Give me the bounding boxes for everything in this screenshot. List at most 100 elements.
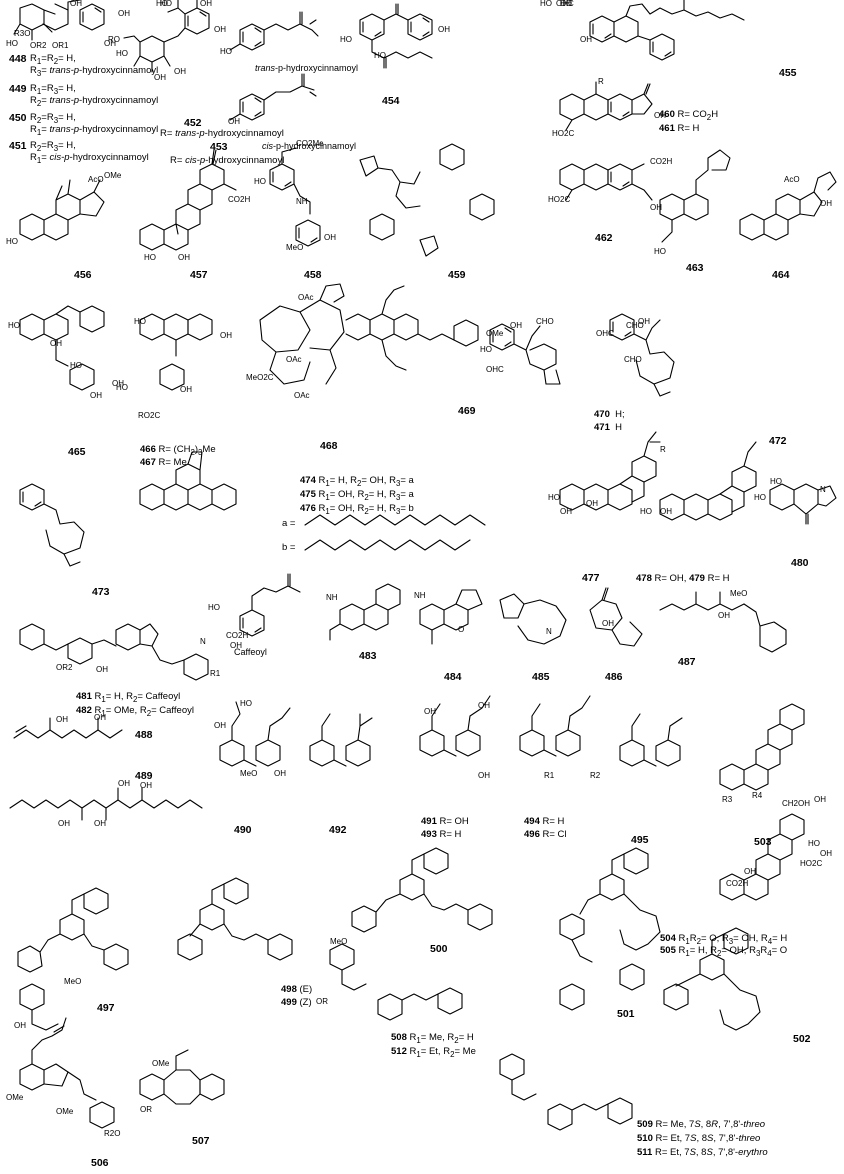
structure-468 bbox=[259, 283, 345, 385]
atom-label: OH bbox=[820, 849, 832, 858]
structure-504 bbox=[719, 813, 805, 901]
atom-label: OH bbox=[586, 499, 598, 508]
compound-number-452: 452 bbox=[184, 117, 202, 129]
atom-label: HO bbox=[208, 603, 220, 612]
compound-number-506: 506 bbox=[91, 1157, 109, 1169]
atom-label: HO bbox=[70, 361, 82, 370]
atom-label: HO bbox=[374, 51, 386, 60]
atom-label: HO bbox=[254, 177, 266, 186]
atom-label: HO bbox=[240, 699, 252, 708]
atom-label: OAc bbox=[298, 293, 314, 302]
compound-number-492: 492 bbox=[329, 824, 347, 836]
structure-490 bbox=[219, 701, 291, 767]
compound-number-500: 500 bbox=[430, 943, 448, 955]
structure-470 bbox=[489, 323, 561, 385]
structure-503 bbox=[719, 703, 805, 791]
compound-number-463: 463 bbox=[686, 262, 704, 274]
atom-label: OH bbox=[96, 665, 108, 674]
atom-label: HO2C bbox=[800, 859, 823, 868]
structure-chain-a-b bbox=[304, 514, 486, 551]
atom-label: CH2OH bbox=[782, 799, 811, 808]
atom-label: NH bbox=[414, 591, 426, 600]
atom-label: OH bbox=[478, 701, 490, 710]
structure-497 bbox=[17, 887, 129, 973]
atom-label: HO bbox=[548, 493, 560, 502]
substituent-511: 511 R= Et, 7S, 8S, 7',8'-erythro bbox=[637, 1147, 768, 1158]
atom-label: OR bbox=[140, 1105, 152, 1114]
atom-label: OH bbox=[228, 117, 240, 126]
atom-label: HO2C bbox=[552, 129, 575, 138]
atom-label: OH bbox=[50, 339, 62, 348]
chain-label-a: a = bbox=[282, 518, 296, 529]
atom-label: HO bbox=[480, 345, 492, 354]
atom-label: OH bbox=[118, 9, 130, 18]
substituent-498: 498 (E) bbox=[281, 984, 313, 995]
structure-452 bbox=[123, 0, 210, 73]
atom-label: CO2Me bbox=[296, 139, 324, 148]
substituent-508: 508 R1= Me, R2= H bbox=[391, 1032, 474, 1045]
structure-458 bbox=[269, 147, 321, 247]
structure-448 bbox=[13, 0, 105, 41]
caption-trans: trans-p-hydroxycinnamoyl bbox=[255, 63, 359, 73]
atom-label: OH bbox=[94, 819, 106, 828]
structure-caffeoyl bbox=[239, 573, 301, 637]
compound-number-454: 454 bbox=[382, 95, 400, 107]
atom-label: CHO bbox=[624, 355, 642, 364]
atom-label: HO bbox=[6, 39, 18, 48]
atom-label: HO bbox=[340, 35, 352, 44]
substituent-450: R2=R3= H, bbox=[30, 112, 76, 125]
atom-label: OHC bbox=[556, 0, 574, 8]
atom-label: MeO bbox=[730, 589, 748, 598]
atom-label: R2O bbox=[104, 1129, 121, 1138]
atom-label: OH bbox=[14, 1021, 26, 1030]
atom-label: OR2 bbox=[56, 663, 73, 672]
atom-label: MeO bbox=[330, 937, 348, 946]
atom-label: OH bbox=[580, 35, 592, 44]
structure-492 bbox=[309, 713, 373, 767]
atom-label: OMe bbox=[104, 171, 122, 180]
atom-label: OH bbox=[602, 619, 614, 628]
substituent-505: 505 R1= H, R2= OH, R3R4= O bbox=[660, 945, 788, 958]
structure-494 bbox=[519, 695, 591, 757]
atom-label: OH bbox=[178, 253, 190, 262]
atom-label: HO bbox=[808, 839, 820, 848]
atom-label: OR2 bbox=[30, 41, 47, 50]
compound-number-453: 453 bbox=[210, 141, 228, 153]
atom-label: MeO bbox=[240, 769, 258, 778]
compound-number-503: 503 bbox=[754, 836, 772, 848]
structure-508 bbox=[329, 943, 463, 1021]
compound-number-488: 488 bbox=[135, 729, 153, 741]
atom-label: HO bbox=[220, 47, 232, 56]
atom-label: HO bbox=[560, 0, 572, 8]
structure-478 bbox=[659, 441, 757, 521]
atom-label: CHO bbox=[626, 321, 644, 330]
substituent-471: 471 H bbox=[594, 422, 622, 433]
substituent-493: 493 R= H bbox=[421, 829, 462, 840]
compound-number-502: 502 bbox=[793, 1033, 811, 1045]
atom-label: RO2C bbox=[138, 411, 161, 420]
substituent-512: 512 R1= Et, R2= Me bbox=[391, 1046, 476, 1059]
substituent-461: 461 R= H bbox=[659, 123, 700, 134]
compound-number-490: 490 bbox=[234, 824, 252, 836]
compound-number-465: 465 bbox=[68, 446, 86, 458]
structure-498 bbox=[177, 877, 293, 961]
substituent-448b: R3= trans-p-hydroxycinnamoyl bbox=[30, 65, 159, 78]
structure-460 bbox=[559, 81, 653, 131]
atom-label: HO bbox=[640, 507, 652, 516]
substituent-509: 509 R= Me, 7S, 8R, 7',8'-threo bbox=[637, 1119, 766, 1130]
structure-509 bbox=[499, 1053, 633, 1131]
atom-label: OH bbox=[118, 779, 130, 788]
structure-495 bbox=[619, 713, 683, 767]
compound-number-480: 480 bbox=[791, 557, 809, 569]
compound-number-497: 497 bbox=[97, 1002, 115, 1014]
structure-506 bbox=[19, 983, 115, 1129]
substituent-460: 460 R= CO2H bbox=[659, 109, 719, 122]
compound-number-449: 449 bbox=[9, 83, 27, 95]
atom-label: OAc bbox=[294, 391, 310, 400]
compound-number-483: 483 bbox=[359, 650, 377, 662]
atom-label: RO bbox=[108, 35, 120, 44]
substituent-475: 475 R1= OH, R2= H, R3= a bbox=[300, 489, 414, 502]
atom-label: O bbox=[458, 625, 465, 634]
structure-463 bbox=[659, 149, 731, 243]
